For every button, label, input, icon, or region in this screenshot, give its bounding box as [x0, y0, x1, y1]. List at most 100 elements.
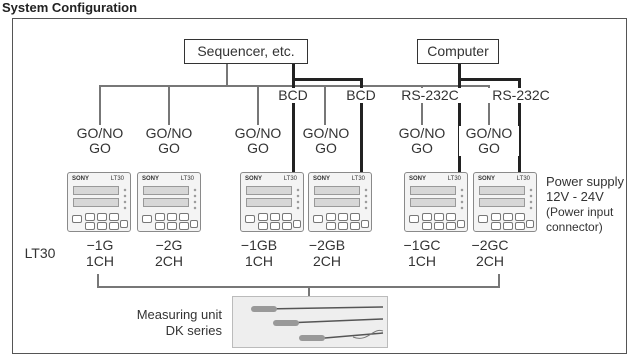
device-button	[503, 222, 513, 230]
display-screen	[73, 198, 119, 207]
device-button	[515, 222, 525, 230]
device-button	[491, 222, 501, 230]
measuring-bus-line	[97, 286, 500, 288]
go-nogo-label: GO/NO GO	[234, 125, 282, 156]
display-screen	[479, 186, 525, 195]
device-button	[515, 213, 525, 221]
device-button	[97, 222, 107, 230]
indicator-leds	[364, 187, 368, 211]
measuring-unit-label: Measuring unit	[136, 307, 222, 322]
device-button	[338, 213, 348, 221]
diagram-frame	[12, 18, 627, 354]
model-tag: LT30	[283, 176, 297, 182]
device-button	[526, 220, 534, 228]
model-tag: LT30	[180, 176, 194, 182]
device-button	[109, 213, 119, 221]
drop-line-1gc	[421, 85, 423, 125]
rs232-drop-2	[518, 78, 521, 88]
device-button	[361, 220, 369, 228]
rs232-line-2gc	[518, 102, 521, 176]
device-button	[478, 215, 488, 223]
model-label: −1GC	[403, 237, 441, 253]
brand-logo: SONY	[313, 176, 331, 182]
device-button	[142, 215, 152, 223]
model-tag: LT30	[516, 176, 530, 182]
go-nogo-label: GO/NO GO	[145, 125, 193, 156]
bcd-bus-line	[292, 78, 363, 81]
device-button	[446, 222, 456, 230]
model-label: −2G	[155, 237, 183, 253]
device-button	[338, 222, 348, 230]
go-nogo-label: GO/NO GO	[398, 125, 446, 156]
indicator-leds	[529, 187, 533, 211]
measuring-unit-photo	[232, 296, 388, 348]
device-button	[457, 220, 465, 228]
display-screen	[479, 198, 525, 207]
brand-logo: SONY	[478, 176, 496, 182]
model-tag: LT30	[447, 176, 461, 182]
bcd-drop-1	[292, 78, 295, 88]
go-nogo-label: GO/NO GO	[76, 125, 124, 156]
device-button	[282, 222, 292, 230]
device-button	[155, 222, 165, 230]
device-button	[179, 222, 189, 230]
device-button	[293, 220, 301, 228]
indicator-leds	[123, 187, 127, 211]
device-button	[179, 213, 189, 221]
bcd-drop-2	[360, 78, 363, 88]
display-unit: SONY LT30	[473, 172, 537, 232]
bcd-label-2: BCD	[334, 88, 388, 103]
rs232c-label-1: RS-232C	[398, 88, 462, 103]
series-label: LT30	[24, 245, 56, 261]
display-screen	[410, 186, 456, 195]
drop-line-1gb	[257, 85, 259, 125]
device-button	[270, 222, 280, 230]
brand-logo: SONY	[409, 176, 427, 182]
rs232c-label-2: RS-232C	[488, 88, 554, 103]
rs232-drop-1	[458, 78, 461, 88]
display-screen	[246, 198, 292, 207]
device-button	[85, 213, 95, 221]
display-screen	[314, 198, 360, 207]
display-screen	[410, 198, 456, 207]
display-screen	[143, 186, 189, 195]
device-button	[422, 222, 432, 230]
rs232-bus-line	[458, 78, 521, 81]
channel-label: 1CH	[85, 253, 114, 269]
device-button	[434, 213, 444, 221]
device-button	[167, 222, 177, 230]
drop-line-2g	[168, 85, 170, 125]
power-input-note: (Power input	[546, 205, 614, 219]
power-input-note-2: connector)	[546, 220, 603, 234]
probe-illustration	[251, 306, 384, 341]
drop-line-2gb	[324, 85, 326, 125]
channel-label: 1CH	[244, 253, 273, 269]
device-button	[446, 213, 456, 221]
computer-stub	[458, 64, 461, 80]
device-button	[245, 215, 255, 223]
bcd-line-1gb	[292, 102, 295, 176]
device-button	[120, 220, 128, 228]
sequencer-box: Sequencer, etc.	[184, 39, 308, 64]
model-label: −2GC	[471, 237, 509, 253]
display-unit: SONY LT30	[404, 172, 468, 232]
device-button	[326, 213, 336, 221]
device-button	[258, 213, 268, 221]
device-button	[491, 213, 501, 221]
display-screen	[314, 186, 360, 195]
device-button	[72, 215, 82, 223]
sequencer-bcd-stub	[292, 64, 295, 80]
device-button	[167, 213, 177, 221]
display-screen	[246, 186, 292, 195]
drop-line-1g	[99, 85, 101, 125]
device-button	[155, 213, 165, 221]
device-button	[434, 222, 444, 230]
display-screen	[73, 186, 119, 195]
indicator-leds	[296, 187, 300, 211]
device-button	[422, 213, 432, 221]
device-button	[270, 213, 280, 221]
device-button	[409, 215, 419, 223]
power-supply-title: Power supply	[546, 174, 625, 189]
